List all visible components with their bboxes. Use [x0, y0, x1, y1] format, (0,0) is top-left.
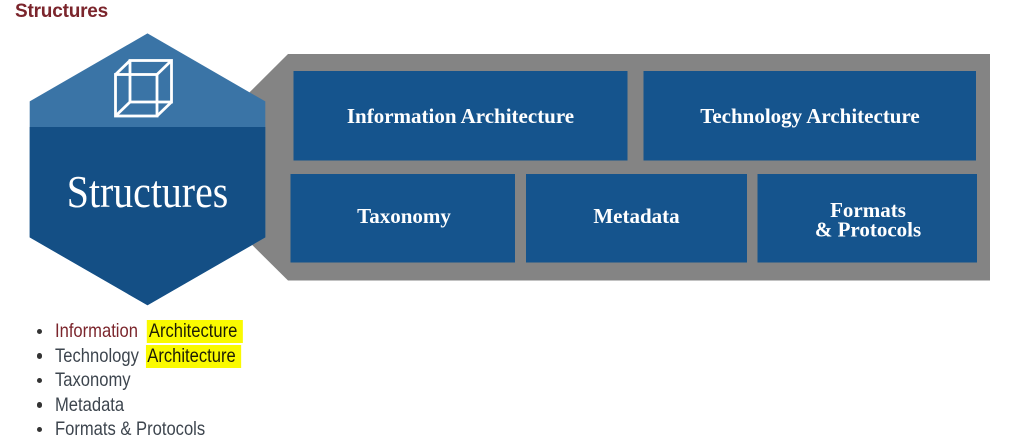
svg-text:Metadata: Metadata — [593, 204, 680, 228]
svg-text:Formats: Formats — [830, 198, 906, 222]
svg-text:Structures: Structures — [67, 168, 228, 218]
svg-text:Technology Architecture: Technology Architecture — [700, 104, 920, 128]
svg-text:& Protocols: & Protocols — [815, 218, 921, 242]
svg-text:Information Architecture: Information Architecture — [347, 104, 574, 128]
svg-text:Taxonomy: Taxonomy — [357, 204, 451, 228]
